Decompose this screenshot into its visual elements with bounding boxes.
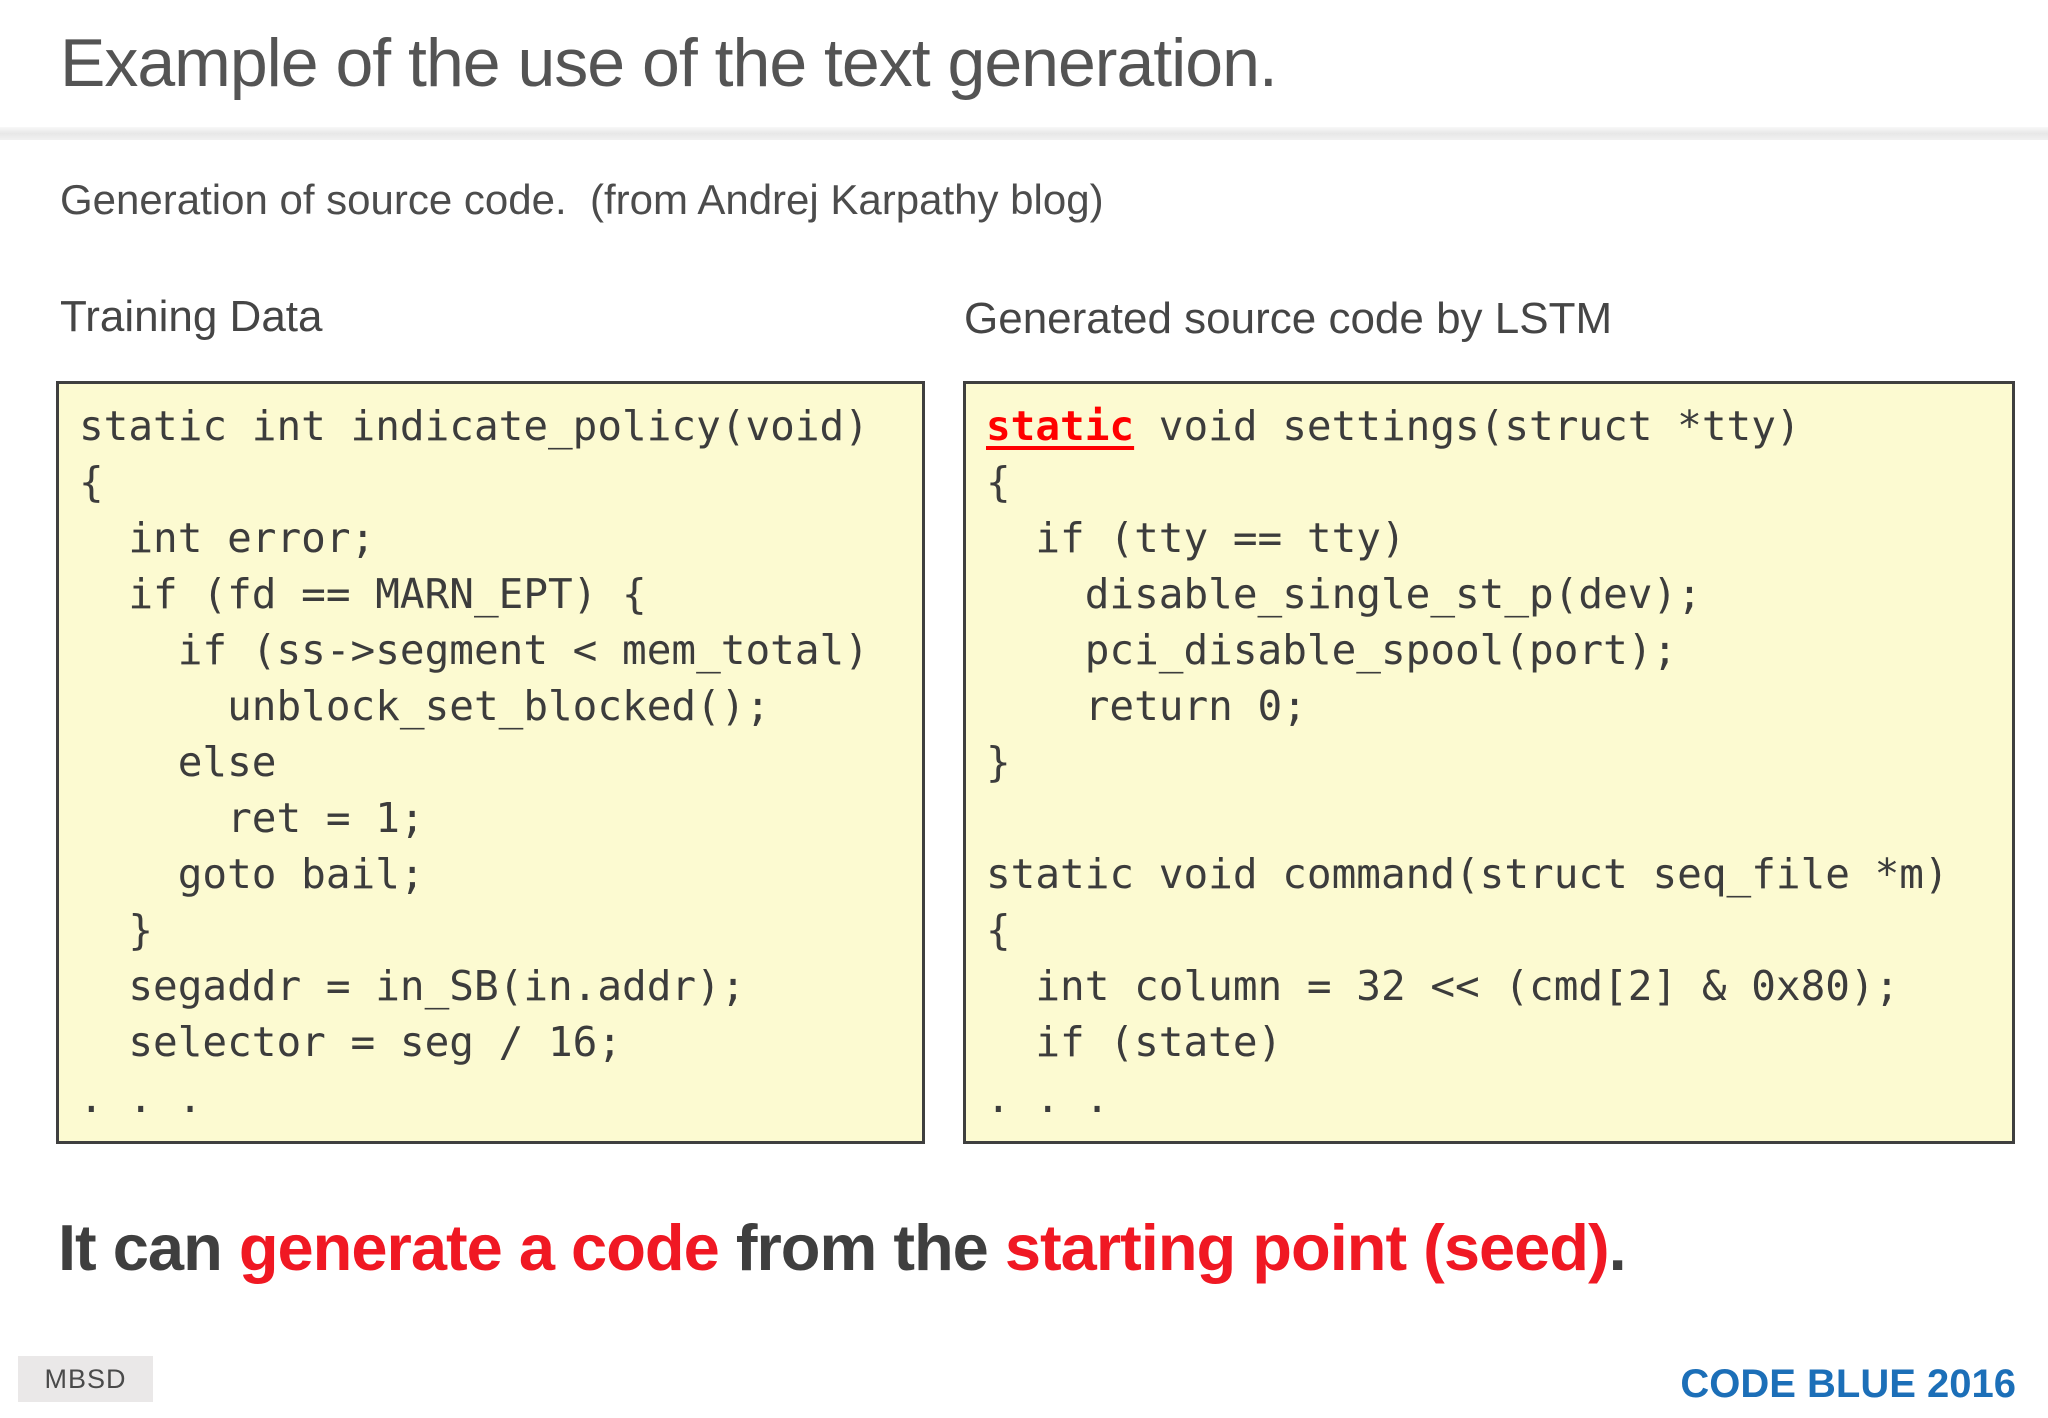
conclusion-text: It can generate a code from the starting… [58, 1210, 1627, 1285]
code-line: disable_single_st_p(dev); [986, 570, 1702, 618]
page-title: Example of the use of the text generatio… [60, 25, 1278, 101]
text-segment: It can [58, 1211, 239, 1284]
code-line: goto bail; [79, 850, 425, 898]
text-segment: generate a code [238, 1211, 720, 1284]
title-divider [0, 127, 2048, 140]
code-line: if (state) [986, 1018, 1283, 1066]
code-line: { [986, 458, 1011, 506]
training-data-heading: Training Data [60, 292, 323, 341]
code-line: selector = seg / 16; [79, 1018, 623, 1066]
code-line: int error; [79, 514, 376, 562]
code-line: static int indicate_policy(void) [79, 402, 869, 450]
training-code-block: static int indicate_policy(void) { int er… [59, 384, 922, 1126]
code-line [986, 790, 2004, 846]
text-segment: starting point (seed) [1004, 1211, 1610, 1284]
code-line: { [986, 906, 1011, 954]
code-line: . . . [79, 1074, 203, 1122]
code-line: . . . [986, 1074, 1110, 1122]
training-data-panel: static int indicate_policy(void) { int er… [56, 381, 925, 1144]
code-line: { [79, 458, 104, 506]
generated-code-heading: Generated source code by LSTM [964, 294, 1613, 343]
code-line: unblock_set_blocked(); [79, 682, 771, 730]
mbsd-logo: MBSD [18, 1356, 153, 1402]
code-line: } [986, 738, 1011, 786]
code-line: ret = 1; [79, 794, 425, 842]
code-line: static void command(struct seq_file *m) [986, 850, 1949, 898]
code-line: pci_disable_spool(port); [986, 626, 1678, 674]
code-line: return 0; [986, 682, 1307, 730]
slide-subtitle: Generation of source code. (from Andrej … [60, 176, 1104, 223]
text-segment: . [1608, 1211, 1627, 1284]
code-blue-logo: CODE BLUE 2016 [1680, 1362, 2016, 1406]
generated-code-block: static void settings(struct *tty) { if (t… [966, 384, 2012, 1126]
code-line: if (ss->segment < mem_total) [79, 626, 869, 674]
generated-code-panel: static void settings(struct *tty) { if (t… [963, 381, 2015, 1144]
code-line: static void settings(struct *tty) [986, 402, 1801, 450]
code-line: else [79, 738, 277, 786]
code-line: if (fd == MARN_EPT) { [79, 570, 647, 618]
code-line: int column = 32 << (cmd[2] & 0x80); [986, 962, 1900, 1010]
code-line: if (tty == tty) [986, 514, 1406, 562]
code-line: segaddr = in_SB(in.addr); [79, 962, 746, 1010]
text-segment: from the [718, 1211, 1005, 1284]
code-line: } [79, 906, 154, 954]
